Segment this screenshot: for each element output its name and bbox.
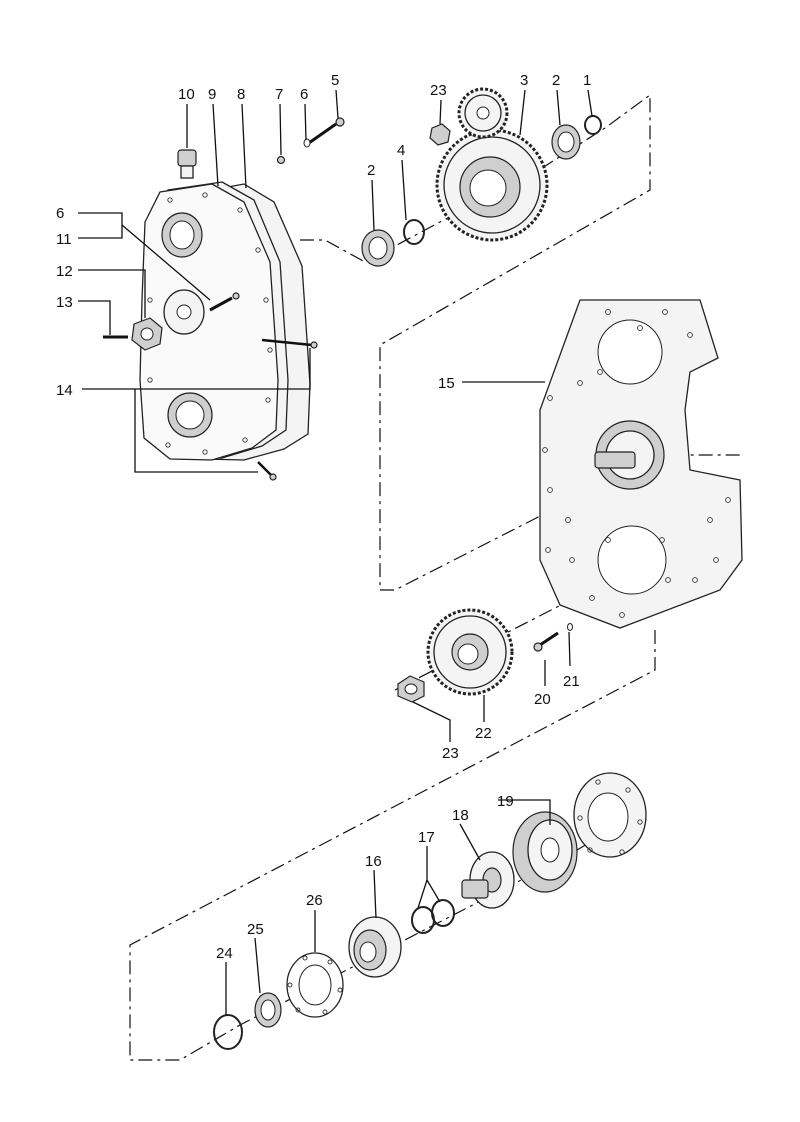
callout-numbers: 10 9 8 7 6 5 23 3 2 1 2 4 6 11 12 13 14 … [56, 72, 591, 962]
gasket-26 [286, 952, 344, 1018]
gear-cover-housing [139, 181, 311, 461]
bearing-2-right [551, 115, 602, 160]
callout-12: 12 [56, 263, 73, 280]
callout-2-right: 2 [552, 72, 560, 89]
callout-23-top: 23 [430, 82, 447, 99]
callout-18: 18 [452, 807, 469, 824]
rings-17 [411, 899, 455, 934]
gear-small-23-top [429, 87, 509, 146]
nut-23-bottom [397, 675, 425, 703]
housing-16 [348, 916, 402, 978]
gear-22 [426, 608, 514, 696]
gear-large-3 [435, 128, 549, 242]
callout-25: 25 [247, 921, 264, 938]
callout-19: 19 [497, 793, 514, 810]
callout-15: 15 [438, 375, 455, 392]
callout-10: 10 [178, 86, 195, 103]
callout-13: 13 [56, 294, 73, 311]
callout-14: 14 [56, 382, 73, 399]
callout-5: 5 [331, 72, 339, 89]
bolt-20 [533, 623, 573, 652]
bolt-set-top [276, 117, 345, 165]
gearbox-plate-15 [539, 299, 743, 629]
callout-3: 3 [520, 72, 528, 89]
callout-2-left: 2 [367, 162, 375, 179]
callout-22: 22 [475, 725, 492, 742]
callout-24: 24 [216, 945, 233, 962]
snap-ring-24 [213, 1014, 243, 1050]
drum-19 [512, 811, 578, 893]
breather-plug [177, 149, 197, 179]
callout-20: 20 [534, 691, 551, 708]
callout-4: 4 [397, 142, 405, 159]
bearing-25 [254, 992, 282, 1028]
leader-lines [78, 89, 593, 1015]
callout-26: 26 [306, 892, 323, 909]
bearing-2-left [361, 219, 425, 267]
callout-1: 1 [583, 72, 591, 89]
bolt-14 [257, 338, 318, 481]
callout-16: 16 [365, 853, 382, 870]
callout-9: 9 [208, 86, 216, 103]
flange-shaft-18 [461, 851, 515, 909]
callout-11: 11 [56, 231, 72, 248]
callout-23-bottom: 23 [442, 745, 459, 762]
callout-6-top: 6 [300, 86, 308, 103]
callout-6-left: 6 [56, 205, 64, 222]
seal-flange-12 [103, 292, 240, 351]
callout-21: 21 [563, 673, 580, 690]
callout-17: 17 [418, 829, 435, 846]
cover-plate-right [573, 772, 647, 858]
callout-7: 7 [275, 86, 283, 103]
callout-8: 8 [237, 86, 245, 103]
